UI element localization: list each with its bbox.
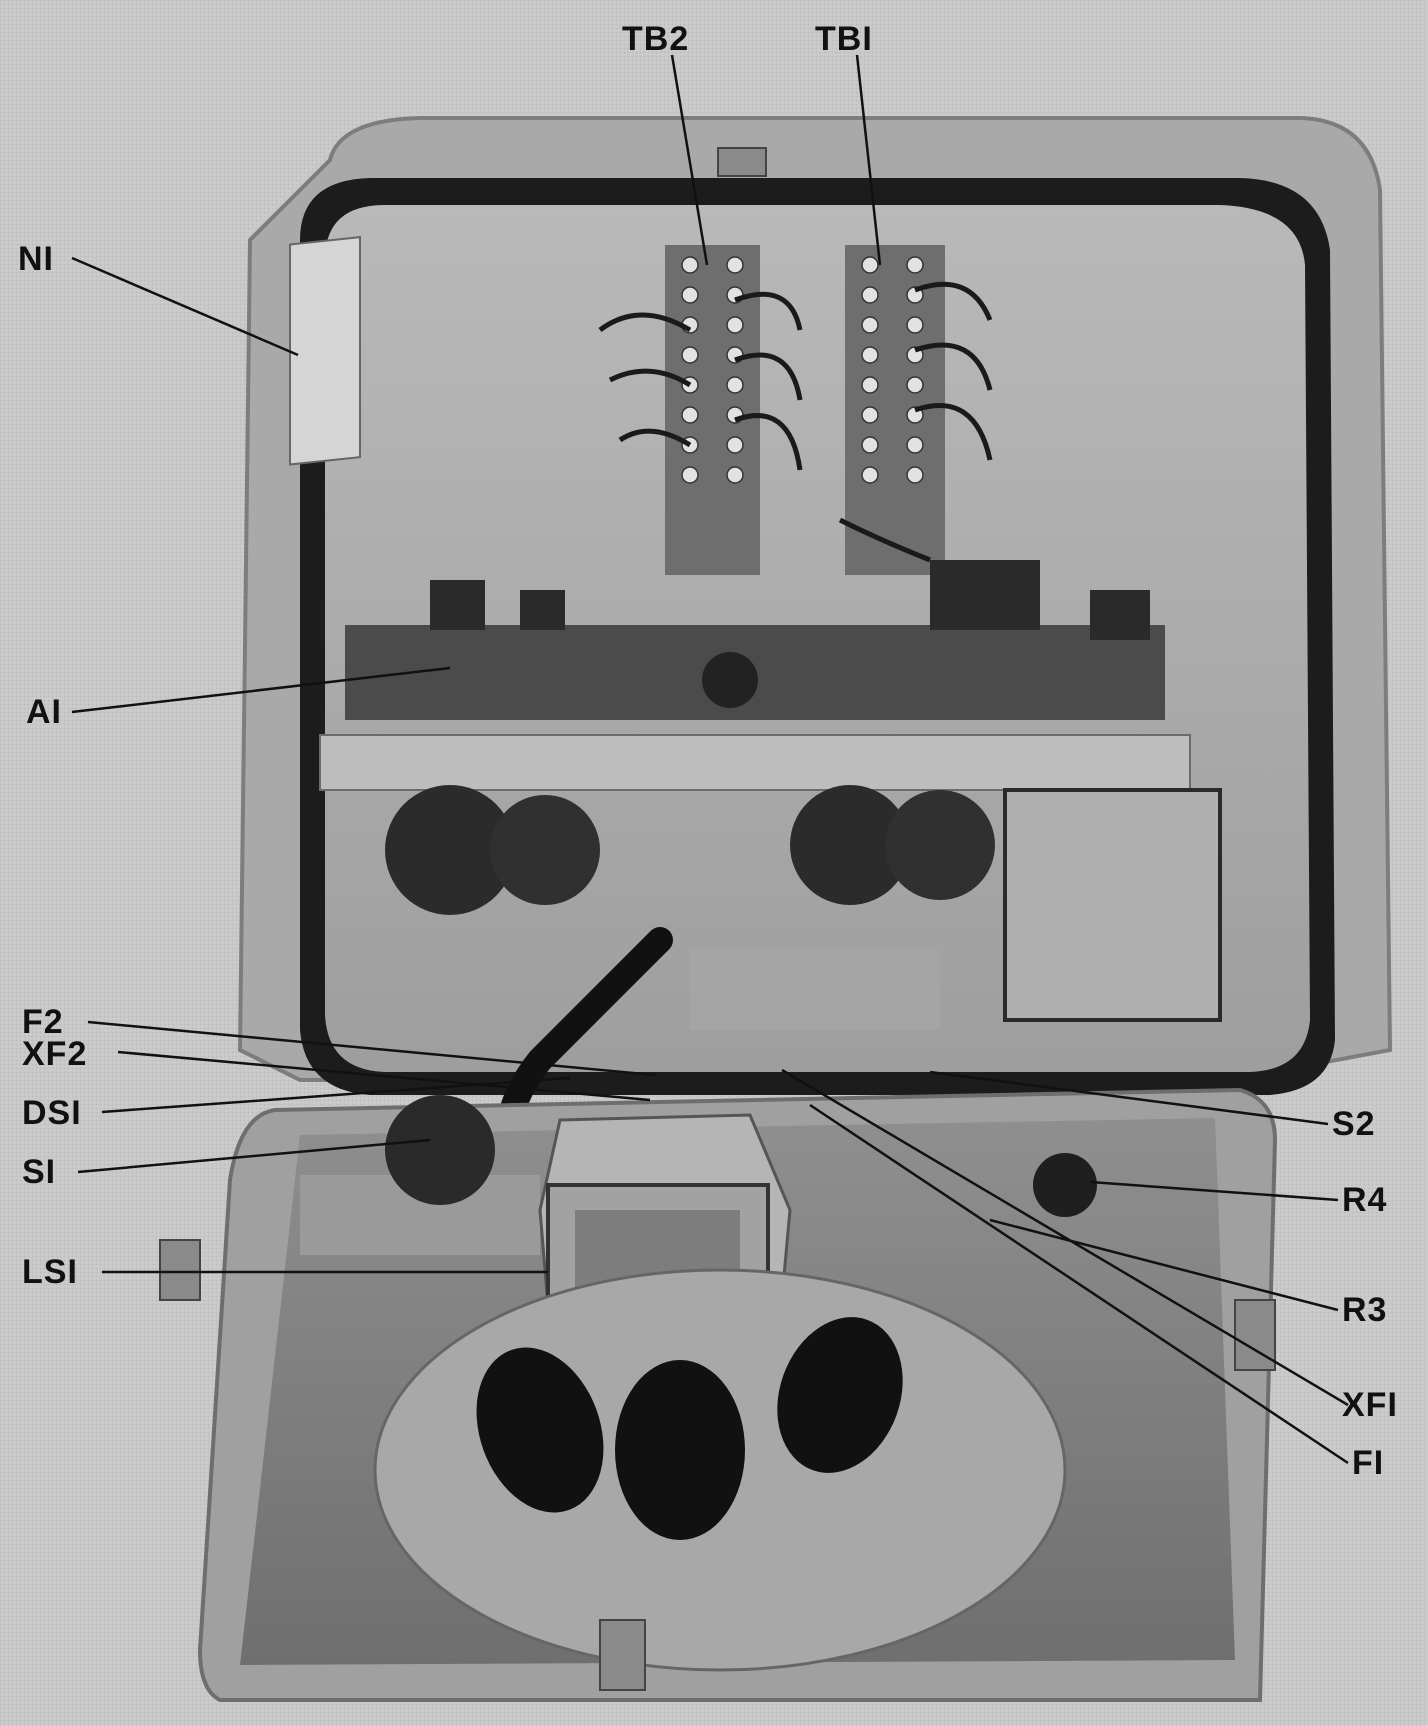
callout-r4: R4 (1342, 1181, 1388, 1219)
amplifier-chassis (319, 560, 1191, 791)
callout-n1: NI (18, 240, 54, 278)
leader-xf1 (781, 1068, 1349, 1407)
terminal-board-tb2 (598, 245, 803, 575)
callout-tb1: TBI (815, 20, 873, 58)
leader-tb2 (670, 54, 709, 266)
leader-a1 (71, 666, 451, 714)
leader-lines (71, 54, 1349, 1465)
leader-s1 (77, 1138, 431, 1174)
callout-xf1: XFI (1342, 1386, 1398, 1424)
left-latch (159, 1239, 201, 1301)
callout-s2: S2 (1332, 1105, 1376, 1143)
leader-n1 (71, 256, 299, 357)
side-box (1003, 788, 1222, 1022)
leader-r4 (1089, 1180, 1339, 1202)
leader-f2 (87, 1020, 656, 1077)
callout-a1: AI (26, 693, 62, 731)
leader-s2 (929, 1070, 1329, 1126)
callout-tb2: TB2 (622, 20, 690, 58)
callout-xf2: XF2 (22, 1035, 88, 1073)
leader-f1 (809, 1103, 1349, 1465)
r4-knob (1033, 1153, 1097, 1217)
nameplate (289, 236, 361, 466)
switch-s1 (300, 1095, 540, 1255)
callout-f1: FI (1352, 1444, 1385, 1482)
lid-latch (717, 147, 767, 177)
terminal-board-tb1 (838, 245, 993, 575)
hinge-plate (690, 950, 940, 1030)
callout-ls1: LSI (22, 1253, 78, 1291)
callout-ds1: DSI (22, 1094, 82, 1132)
callout-s1: SI (22, 1153, 57, 1191)
leader-xf2 (117, 1050, 651, 1102)
base-latch (599, 1619, 646, 1691)
leader-ds1 (101, 1076, 571, 1114)
tube-sockets (385, 785, 995, 915)
callout-r3: R3 (1342, 1291, 1388, 1329)
callout-f2: F2 (22, 1003, 64, 1041)
speaker-plate (373, 1268, 1067, 1672)
leader-r3 (989, 1218, 1339, 1312)
leader-tb1 (855, 54, 882, 266)
